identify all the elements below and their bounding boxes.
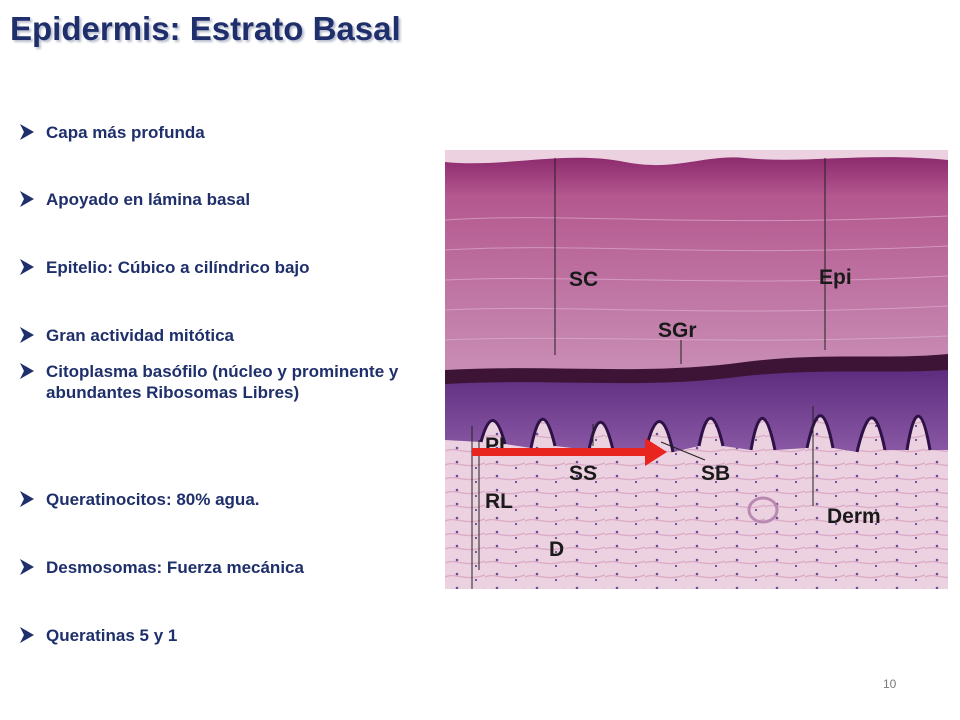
arrow-bullet-icon (20, 363, 34, 379)
bullet-item: Citoplasma basófilo (núcleo y prominente… (20, 361, 440, 404)
arrow-bullet-icon (20, 259, 34, 275)
corneum-striations (445, 215, 948, 341)
label-ss: SS (569, 462, 597, 485)
arrow-bullet-icon (20, 627, 34, 643)
arrow-bullet-icon (20, 491, 34, 507)
arrow-bullet-icon (20, 559, 34, 575)
bullet-item: Epitelio: Cúbico a cilíndrico bajo (20, 257, 440, 278)
bullet-text: Desmosomas: Fuerza mecánica (46, 558, 304, 577)
stratum-spinosum (445, 370, 948, 454)
stratum-granulosum-band (445, 354, 948, 388)
label-sgr: SGr (658, 319, 697, 342)
bullet-text: Queratinocitos: 80% agua. (46, 490, 260, 509)
bullet-item: Queratinas 5 y 1 (20, 625, 440, 646)
label-epi: Epi (819, 266, 852, 289)
bullet-item: Gran actividad mitótica (20, 325, 440, 346)
skin-micrograph: SC Epi SGr PL SS SB RL Derm D (445, 150, 948, 589)
label-sc: SC (569, 268, 598, 291)
red-arrow-icon (472, 438, 667, 466)
slide-number: 10 (883, 677, 897, 691)
arrow-bullet-icon (20, 191, 34, 207)
bullet-text: Gran actividad mitótica (46, 326, 234, 345)
bullet-text: Queratinas 5 y 1 (46, 626, 178, 645)
arrow-bullet-icon (20, 327, 34, 343)
bullet-item: Desmosomas: Fuerza mecánica (20, 557, 440, 578)
micrograph-illustration: SC Epi SGr PL SS SB RL Derm D (445, 150, 948, 589)
label-sb: SB (701, 462, 730, 485)
bullet-text: Epitelio: Cúbico a cilíndrico bajo (46, 258, 310, 277)
label-d: D (549, 538, 564, 561)
bullet-text: Citoplasma basófilo (núcleo y prominente… (46, 362, 399, 403)
stratum-basale-outline (479, 414, 932, 455)
slide-title: Epidermis: Estrato Basal (10, 10, 401, 47)
label-rl: RL (485, 490, 513, 513)
arrow-bullet-icon (20, 124, 34, 140)
bullet-text: Apoyado en lámina basal (46, 190, 251, 209)
bullet-text: Capa más profunda (46, 123, 205, 142)
stratum-corneum (445, 157, 948, 376)
bullet-item: Capa más profunda (20, 122, 440, 143)
bullet-item: Queratinocitos: 80% agua. (20, 489, 440, 510)
label-derm: Derm (827, 505, 881, 528)
bullet-item: Apoyado en lámina basal (20, 189, 440, 210)
blood-vessel (747, 496, 779, 524)
